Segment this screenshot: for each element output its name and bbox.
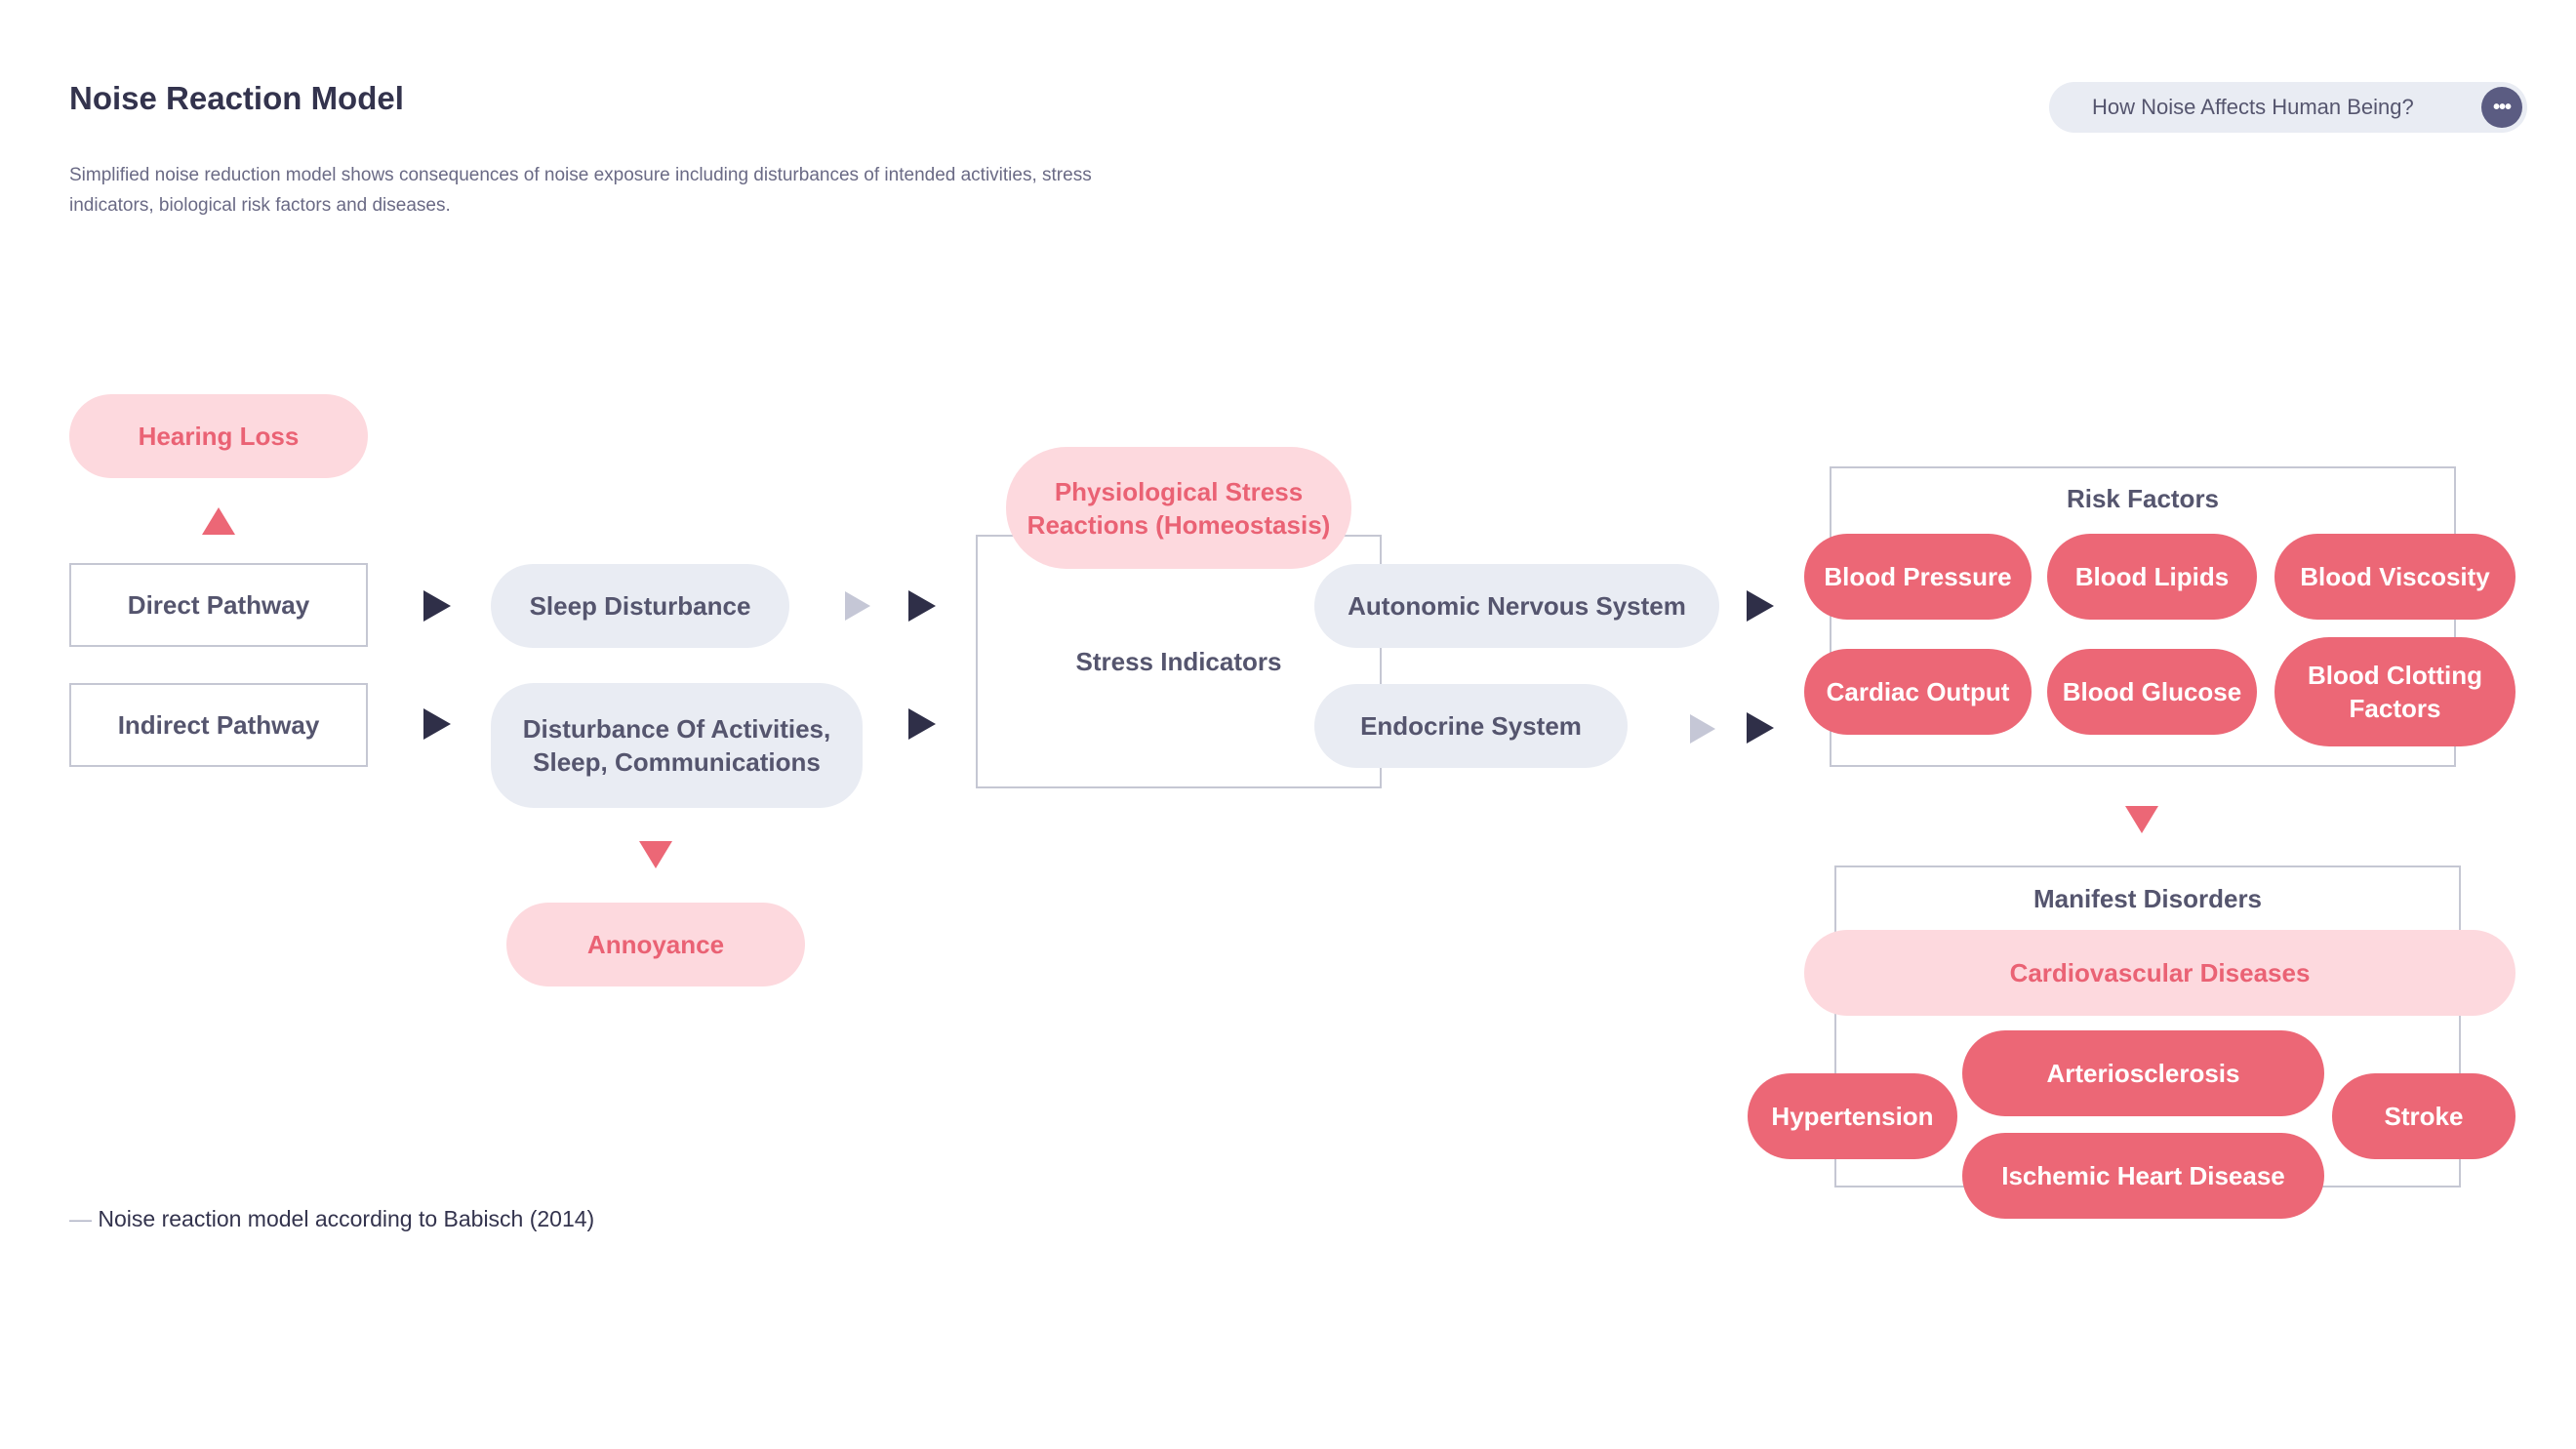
endocrine-system-node: Endocrine System — [1314, 684, 1628, 768]
annoyance-node: Annoyance — [506, 903, 805, 986]
cardiovascular-diseases-node: Cardiovascular Diseases — [1804, 930, 2516, 1016]
physiological-stress-node: Physiological Stress Reactions (Homeosta… — [1006, 447, 1351, 569]
caption-dash: — — [69, 1206, 92, 1231]
stress-indicators-label: Stress Indicators — [1075, 647, 1282, 676]
arrow-down-icon — [2125, 806, 2158, 833]
blood-lipids-node: Blood Lipids — [2047, 534, 2257, 620]
more-horizontal-icon[interactable]: ••• — [2481, 87, 2522, 128]
sleep-disturbance-node: Sleep Disturbance — [491, 564, 789, 648]
blood-pressure-node: Blood Pressure — [1804, 534, 2032, 620]
arrow-right-icon — [1747, 712, 1774, 744]
ischemic-heart-disease-node: Ischemic Heart Disease — [1962, 1133, 2324, 1219]
arrow-up-icon — [202, 507, 235, 535]
hearing-loss-node: Hearing Loss — [69, 394, 368, 478]
caption-text: Noise reaction model according to Babisc… — [98, 1206, 595, 1231]
risk-factors-title: Risk Factors — [2066, 484, 2220, 513]
arrow-right-icon — [908, 590, 936, 622]
arteriosclerosis-node: Arteriosclerosis — [1962, 1030, 2324, 1116]
arrow-right-icon — [908, 708, 936, 740]
arrow-right-icon — [423, 590, 451, 622]
cardiac-output-node: Cardiac Output — [1804, 649, 2032, 735]
arrow-right-icon — [1747, 590, 1774, 622]
indirect-pathway-node: Indirect Pathway — [69, 683, 368, 767]
figure-caption: — Noise reaction model according to Babi… — [69, 1206, 594, 1232]
blood-glucose-node: Blood Glucose — [2047, 649, 2257, 735]
hypertension-node: Hypertension — [1748, 1073, 1957, 1159]
page-subtitle: Simplified noise reduction model shows c… — [69, 165, 1092, 216]
autonomic-nervous-system-node: Autonomic Nervous System — [1314, 564, 1719, 648]
arrow-right-icon — [845, 591, 870, 621]
arrow-down-icon — [639, 841, 672, 868]
arrow-right-icon — [1690, 714, 1715, 744]
info-chip[interactable]: How Noise Affects Human Being? ••• — [2049, 82, 2527, 133]
stress-indicators-box — [976, 535, 1382, 788]
page-title: Noise Reaction Model — [69, 80, 404, 116]
disturbance-activities-node: Disturbance Of Activities, Sleep, Commun… — [491, 683, 863, 808]
arrow-right-icon — [423, 708, 451, 740]
info-chip-label: How Noise Affects Human Being? — [2092, 95, 2414, 119]
stroke-node: Stroke — [2332, 1073, 2516, 1159]
direct-pathway-node: Direct Pathway — [69, 563, 368, 647]
blood-clotting-factors-node: Blood Clotting Factors — [2274, 637, 2516, 746]
manifest-disorders-title: Manifest Disorders — [2033, 884, 2263, 913]
blood-viscosity-node: Blood Viscosity — [2274, 534, 2516, 620]
